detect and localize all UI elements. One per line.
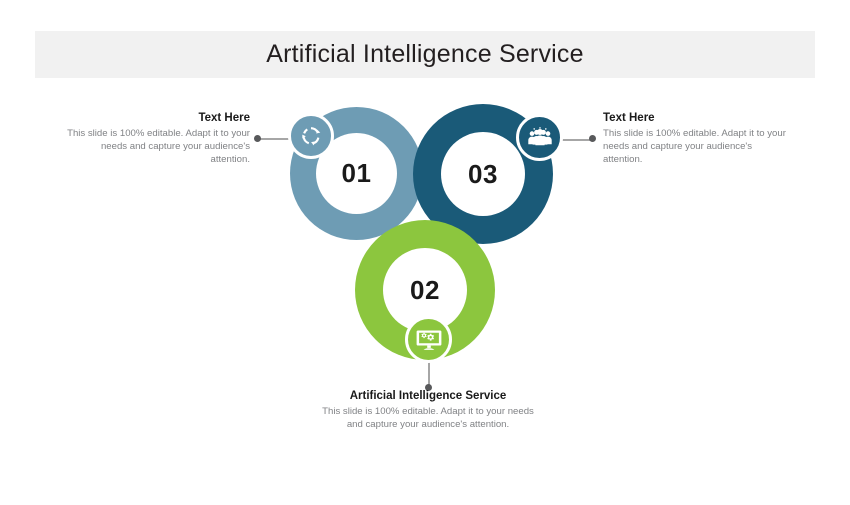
text-block-right-body: This slide is 100% editable. Adapt it to… xyxy=(603,128,786,165)
text-block-bottom-body: This slide is 100% editable. Adapt it to… xyxy=(322,406,534,430)
connector-line-left xyxy=(259,138,299,140)
people-group-icon[interactable] xyxy=(516,114,563,161)
text-block-bottom: Artificial Intelligence Service This sli… xyxy=(322,390,534,431)
text-block-left-title: Text Here xyxy=(198,112,250,124)
connector-line-bottom xyxy=(428,360,430,387)
recycle-arrows-icon[interactable] xyxy=(288,113,334,159)
ring-01-number: 01 xyxy=(341,158,372,188)
connector-line-right xyxy=(553,139,595,141)
ring-02-number: 02 xyxy=(410,274,440,305)
monitor-gears-icon[interactable] xyxy=(405,316,452,363)
text-block-left-body: This slide is 100% editable. Adapt it to… xyxy=(67,128,250,165)
text-block-bottom-title: Artificial Intelligence Service xyxy=(349,390,507,402)
text-block-right-title: Text Here xyxy=(603,112,655,124)
connector-dot-right xyxy=(589,135,596,142)
ring-03-number: 03 xyxy=(468,158,498,189)
ring-03-center: 03 xyxy=(441,132,525,216)
connector-dot-left xyxy=(254,135,261,142)
connector-dot-bottom xyxy=(425,384,432,391)
text-block-right: Text Here This slide is 100% editable. A… xyxy=(603,112,793,166)
text-block-left: Text Here This slide is 100% editable. A… xyxy=(60,112,250,166)
page-title: Artificial Intelligence Service xyxy=(266,40,584,68)
slide-title-band: Artificial Intelligence Service xyxy=(35,31,815,78)
